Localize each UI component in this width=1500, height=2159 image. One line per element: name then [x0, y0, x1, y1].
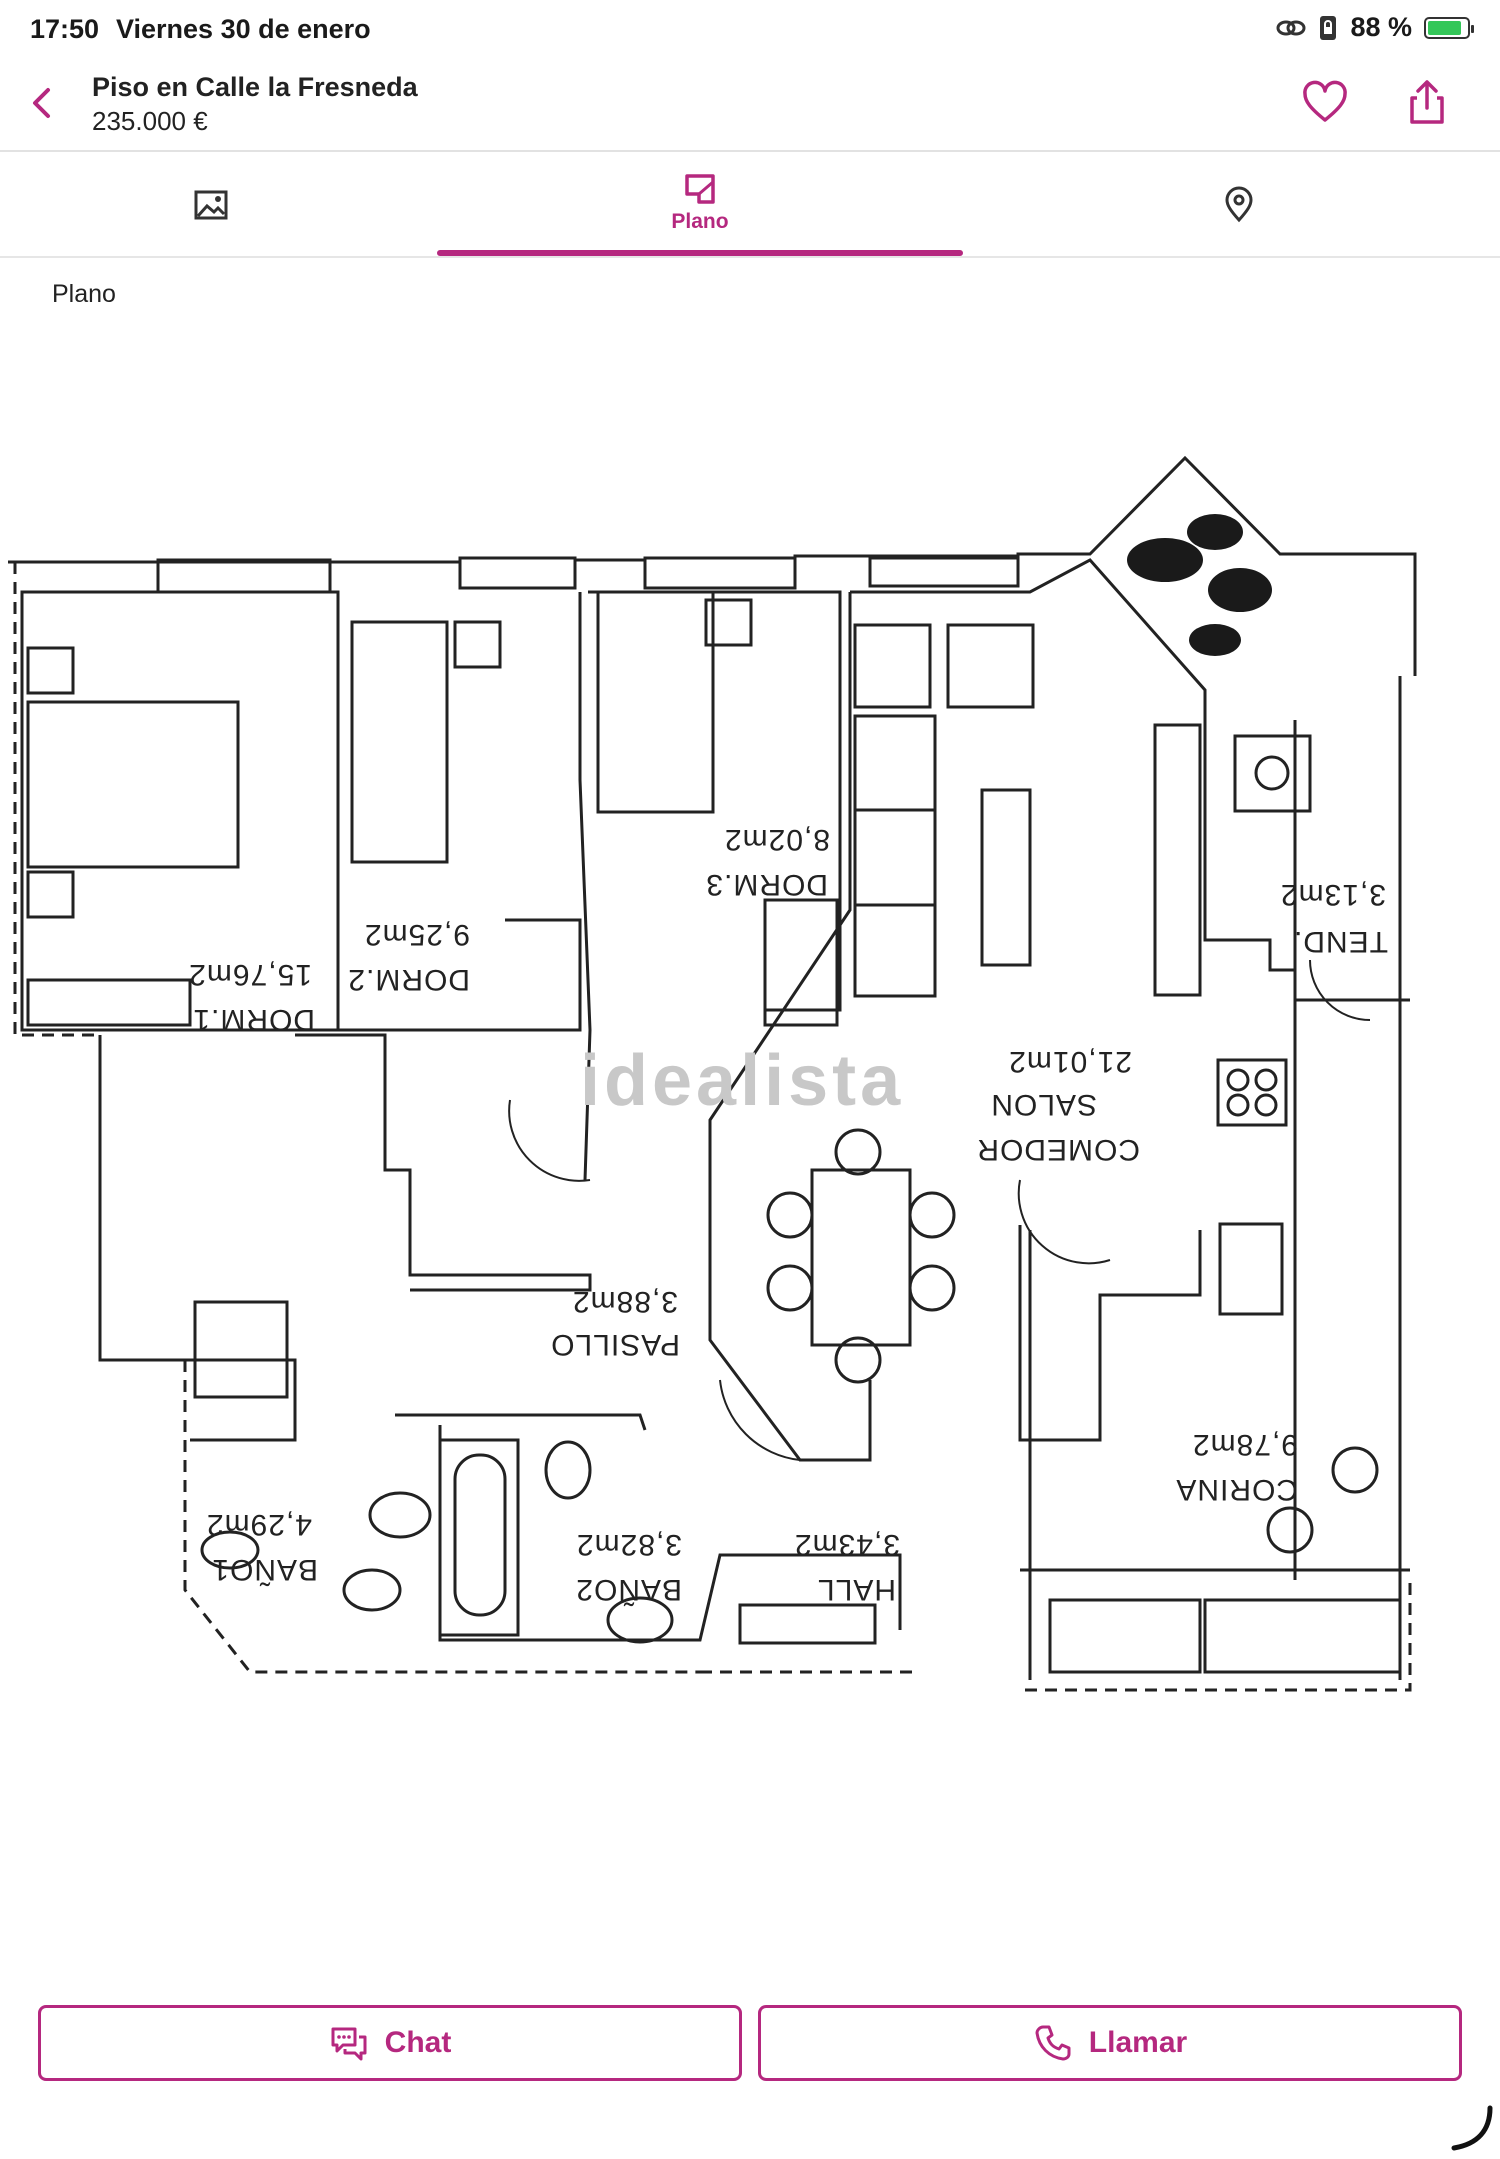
room-label-tend-area: 3,13m2: [1280, 878, 1386, 911]
room-label-corina-area: 9,78m2: [1192, 1428, 1298, 1461]
room-label-hall-name: HALL: [817, 1573, 896, 1606]
back-arrow-icon[interactable]: [18, 78, 68, 128]
listing-header: Piso en Calle la Fresneda 235.000 €: [0, 62, 1500, 152]
heart-icon[interactable]: [1300, 78, 1350, 128]
room-label-dorm3-area: 8,02m2: [724, 823, 830, 856]
room-label-dorm1-name: DORM.1: [192, 1003, 315, 1036]
room-label-salon-area: 21,01m2: [1008, 1045, 1132, 1078]
battery-charging-icon: [1424, 16, 1474, 39]
listing-title: Piso en Calle la Fresneda: [92, 72, 418, 102]
tab-plan[interactable]: Plano: [437, 152, 963, 256]
phone-icon: [1035, 2025, 1071, 2061]
status-right: 88 %: [1276, 12, 1474, 43]
room-label-bano2-name: BAÑO2: [575, 1573, 682, 1607]
room-label-tend-name: TEND.: [1293, 925, 1388, 958]
section-title: Plano: [52, 280, 116, 308]
watermark-text: idealista: [580, 1041, 904, 1121]
room-label-dorm1-area: 15,76m2: [188, 958, 312, 991]
room-label-dorm2-name: DORM.2: [347, 963, 470, 996]
status-time: 17:50: [30, 14, 100, 44]
chat-button-label: Chat: [384, 2026, 452, 2059]
active-tab-indicator: [437, 250, 963, 256]
battery-percentage: 88 %: [1350, 12, 1412, 42]
room-label-comedor: COMEDOR: [976, 1133, 1140, 1166]
status-date: Viernes 30 de enero: [116, 14, 371, 44]
room-label-dorm3-name: DORM.3: [705, 868, 828, 901]
tab-photos[interactable]: [0, 152, 526, 256]
room-label-salon: SALON: [990, 1088, 1097, 1121]
room-label-bano1-name: BAÑO1: [211, 1553, 318, 1587]
room-label-pasillo-name: PASILLO: [550, 1328, 680, 1361]
room-label-bano1-area: 4,29m2: [206, 1508, 312, 1541]
link-icon: [1276, 20, 1306, 35]
room-label-pasillo-area: 3,88m2: [572, 1285, 678, 1318]
map-pin-icon: [1225, 186, 1253, 223]
room-label-corina-name: CORINA: [1175, 1473, 1298, 1506]
call-button-label: Llamar: [1088, 2026, 1188, 2059]
listing-price: 235.000 €: [92, 106, 208, 136]
room-label-bano2-area: 3,82m2: [576, 1528, 682, 1561]
tab-plan-label: Plano: [671, 210, 729, 233]
scroll-corner-icon: [1451, 2105, 1493, 2151]
call-button[interactable]: Llamar: [758, 2005, 1462, 2081]
lock-rotation-icon: [1320, 15, 1337, 40]
image-icon: [194, 190, 228, 220]
status-bar: 17:50 Viernes 30 de enero 88 %: [0, 0, 1500, 60]
chat-button[interactable]: Chat: [38, 2005, 742, 2081]
share-icon[interactable]: [1402, 76, 1452, 128]
floor-plan-image[interactable]: idealista DORM.1 15,76m2 DORM.2 9,25m2 D…: [0, 440, 1500, 1730]
room-label-hall-area: 3,43m2: [794, 1528, 900, 1561]
chat-icon: [331, 2027, 367, 2061]
media-tabs: Plano: [0, 152, 1500, 258]
room-label-dorm2-area: 9,25m2: [364, 918, 470, 951]
tab-map[interactable]: [974, 152, 1500, 256]
floorplan-icon: [685, 174, 715, 204]
